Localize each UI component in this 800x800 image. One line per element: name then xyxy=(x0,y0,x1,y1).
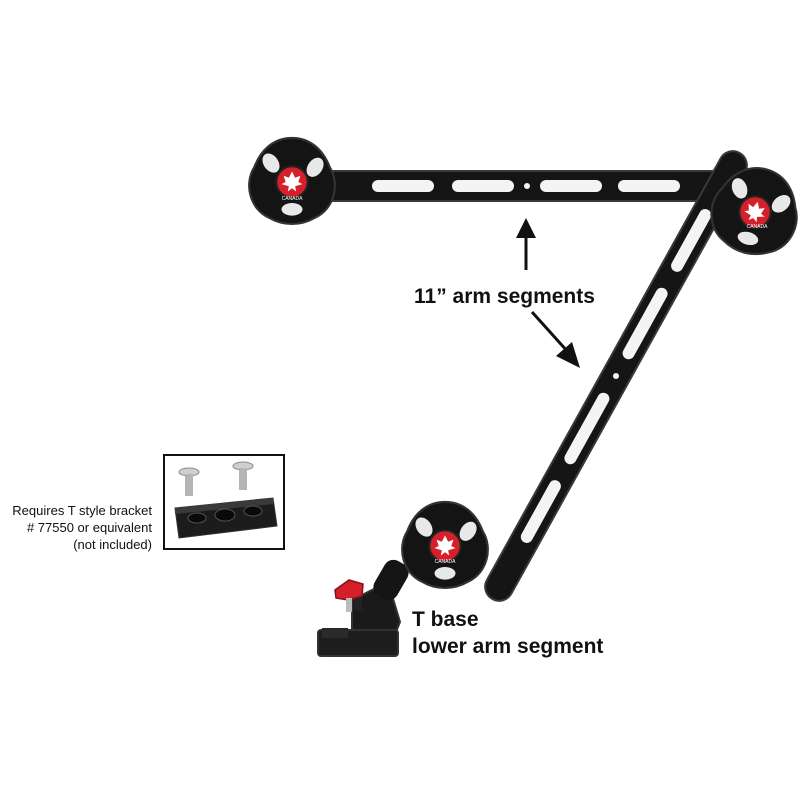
bottom-clamp-knob xyxy=(401,500,489,590)
logo-text-bottom: CANADA xyxy=(435,559,457,565)
arrow-diagonal-icon xyxy=(530,310,580,368)
bracket-note-line3: (not included) xyxy=(73,537,152,552)
t-bracket-inset xyxy=(163,454,285,550)
arm-segments-label: 11” arm segments xyxy=(414,285,595,308)
arrow-up-icon xyxy=(516,218,536,270)
logo-text-top-left: CANADA xyxy=(282,196,304,202)
upper-arm-segment xyxy=(299,170,731,202)
t-base-label-line1: T base xyxy=(412,608,479,631)
top-left-clamp-knob xyxy=(248,136,336,226)
bracket-note-line2: # 77550 or equivalent xyxy=(26,520,152,535)
t-bracket-image xyxy=(174,461,278,539)
bracket-note-line1: Requires T style bracket xyxy=(12,503,152,518)
lower-arm-segment xyxy=(484,150,748,602)
t-base-label-line2: lower arm segment xyxy=(412,635,604,658)
t-base-mount xyxy=(317,559,409,657)
logo-text-top-right: CANADA xyxy=(747,224,769,230)
